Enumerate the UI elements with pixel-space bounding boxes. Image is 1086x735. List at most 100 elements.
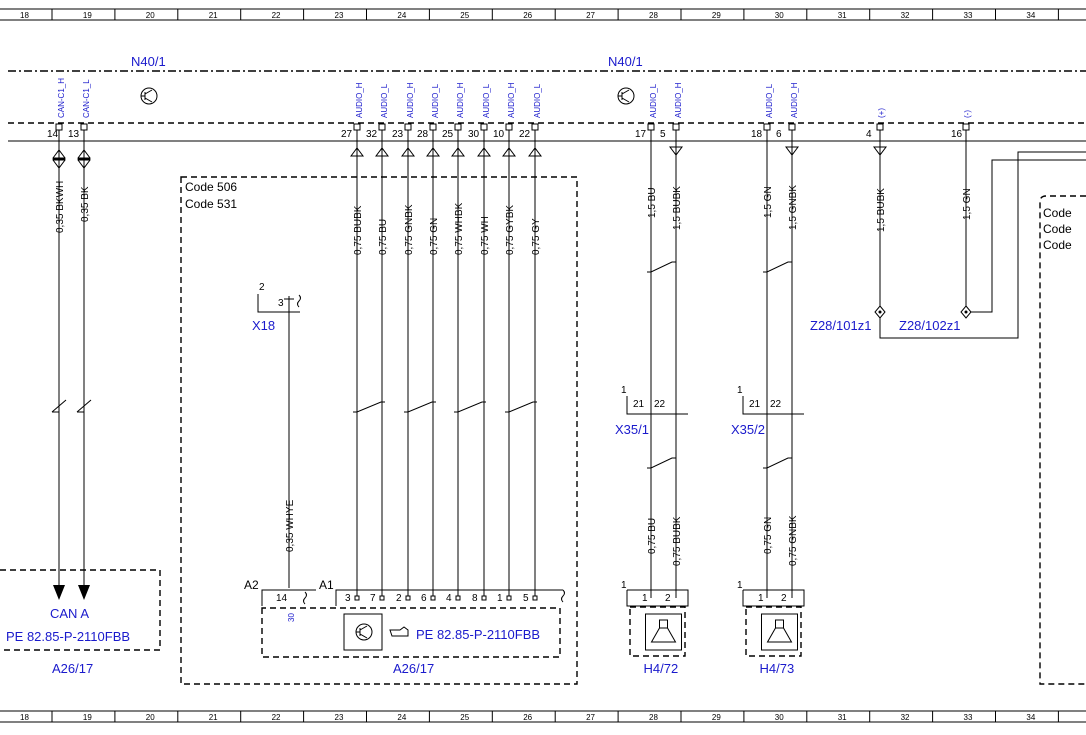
ref-label[interactable]: PE 82.85-P-2110FBB [6,629,130,644]
speaker-label: H4/73 [760,661,795,676]
connector-label: X18 [252,318,275,333]
can-label: CAN A [50,606,89,621]
can-wire-h: 14 CAN-C1_H 0,35 BKWH [47,78,66,600]
pin-number: 28 [417,129,429,140]
signal-label: AUDIO_L [533,83,542,118]
ruler-column-label: 31 [838,713,847,722]
supply-wire-minus: 16 (-) 1,5 GN Z28/102z1 [899,110,1086,333]
ruler-column-label: 34 [1026,713,1035,722]
audio-wire: 32 AUDIO_L 0,75 BU 7 [366,83,389,604]
can-wire-group: 14 CAN-C1_H 0,35 BKWH 13 CAN-C1_L 0,35 B… [47,78,92,600]
pin-number: 27 [341,129,353,140]
wire-label: 1,5 BUBK [672,186,683,230]
pin-label: 30 [287,613,296,622]
signal-label: AUDIO_L [380,83,389,118]
pin-number: 4 [866,129,872,140]
code-label: Code [1043,206,1072,220]
ruler-column-label: 30 [775,713,784,722]
signal-label: AUDIO_H [674,82,683,118]
pin-number: 3 [278,298,284,309]
pin-number: 1 [497,593,503,604]
pin-number: 23 [392,129,404,140]
ruler-column-label: 27 [586,11,595,20]
pin-number: 22 [654,399,666,410]
pin-number: 5 [660,129,666,140]
wire-label: 0,75 BU [378,219,389,255]
wire-label: 0,75 GYBK [505,205,516,255]
module-label: A26/17 [393,661,434,676]
supply-wire-plus: 4 (+) 1,5 BUBK Z28/101z1 [810,108,1086,339]
pin-number: 22 [770,399,782,410]
ruler-column-label: 26 [523,11,532,20]
wire-label: 0,35 BK [80,186,91,222]
signal-label: CAN-C1_H [57,78,66,118]
ruler-column-label: 29 [712,11,721,20]
ruler-column-label: 18 [20,713,29,722]
ruler-column-label: 28 [649,11,658,20]
wire-label: 1,5 GNBK [788,185,799,230]
module-a2-label: A2 [244,578,259,592]
connector-number: 1 [621,385,627,396]
pin-number: 14 [276,593,288,604]
a26-module: A2 14 30 A1 PE 82.85-P-2110FBB A26/17 [244,578,565,676]
ruler-column-label: 20 [146,11,155,20]
ruler-column-label: 23 [335,11,344,20]
pin-number: 32 [366,129,378,140]
wire-label: 1,5 GN [763,186,774,218]
code-label: Code 531 [185,197,237,211]
signal-label: AUDIO_H [355,82,364,118]
speaker-label: H4/72 [644,661,679,676]
transistor-icon [617,87,635,105]
ruler-column-label: 25 [460,713,469,722]
device-number: 1 [621,580,627,591]
ruler-column-label: 19 [83,713,92,722]
pin-number: 21 [749,399,761,410]
module-icon-frame [343,613,383,651]
ruler-column-label: 21 [209,11,218,20]
ruler-column-label: 34 [1026,11,1035,20]
transistor-icon [355,623,373,641]
signal-label: CAN-C1_L [82,79,91,118]
code-label: Code [1043,238,1072,252]
ref-link[interactable]: PE 82.85-P-2110FBB [416,627,540,642]
wire-label: 1,5 BUBK [876,188,887,232]
ruler-column-label: 27 [586,713,595,722]
wire-label: 0,75 BU [647,518,658,554]
ruler-column-label: 28 [649,713,658,722]
pin-number: 21 [633,399,645,410]
ruler-column-label: 32 [901,11,910,20]
pin-number: 1 [642,593,648,604]
ruler-column-label: 31 [838,11,847,20]
signal-label: (-) [963,110,972,118]
connector-number: 1 [737,385,743,396]
ruler-column-label: 29 [712,713,721,722]
module-label-left: N40/1 [131,54,166,69]
left-module-box: CAN A PE 82.85-P-2110FBB A26/17 [0,569,161,676]
signal-label: (+) [877,108,886,118]
ruler-column-label: 33 [964,713,973,722]
pin-number: 7 [370,593,376,604]
module-a1-label: A1 [319,578,334,592]
wire-label: 0,75 GN [763,517,774,554]
pin-number: 13 [68,129,80,140]
pin-number: 2 [665,593,671,604]
code-label: Code [1043,222,1072,236]
device-number: 1 [737,580,743,591]
ruler-column-label: 33 [964,11,973,20]
pin-number: 2 [781,593,787,604]
pin-number: 10 [493,129,505,140]
signal-label: AUDIO_H [790,82,799,118]
ruler-column-label: 20 [146,713,155,722]
pin-number: 2 [396,593,402,604]
wire-label: 0,75 GN [429,218,440,255]
connector-label: X35/2 [731,422,765,437]
pin-number: 25 [442,129,454,140]
ruler-column-label: 23 [335,713,344,722]
pin-number: 17 [635,129,647,140]
